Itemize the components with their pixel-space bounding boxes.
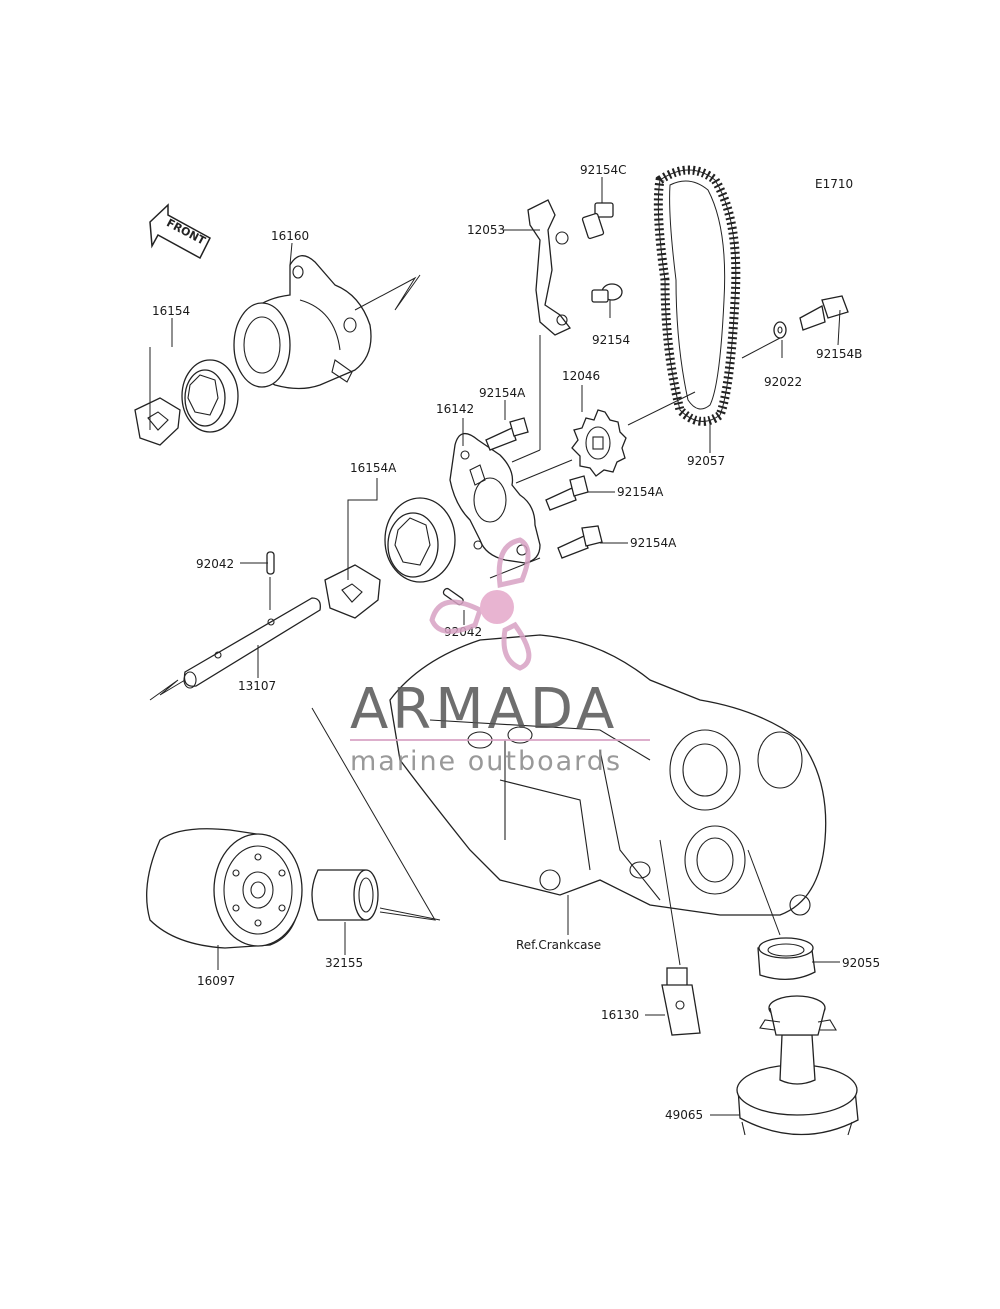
pump-cover-16142 — [449, 433, 541, 564]
label-16154a: 16154A — [350, 461, 397, 475]
label-32155: 32155 — [325, 956, 363, 970]
oil-filter-16097 — [146, 828, 303, 949]
bolt-92154a-mid — [545, 475, 589, 511]
chain-guide-12053 — [527, 199, 572, 336]
leader-lines — [149, 177, 841, 1116]
bolt-92154c — [581, 202, 614, 240]
watermark-title: ARMADA — [350, 677, 618, 742]
label-ref-crankcase: Ref.Crankcase — [516, 938, 601, 952]
label-16160: 16160 — [271, 229, 309, 243]
label-12046: 12046 — [562, 369, 600, 383]
strainer-49065 — [736, 995, 859, 1136]
label-92154b: 92154B — [816, 347, 862, 361]
bolt-92154a-low — [557, 525, 603, 559]
label-16097: 16097 — [197, 974, 235, 988]
label-92154a-low: 92154A — [630, 536, 677, 550]
part-labels: 16160 16154 12053 92154C 92154 92154A 12… — [152, 163, 880, 1122]
watermark-subtitle: marine outboards — [350, 746, 622, 777]
pin-92042-a — [266, 551, 275, 575]
bolt-92154a-top — [485, 417, 529, 451]
sprocket-12046 — [571, 409, 627, 477]
label-92055: 92055 — [842, 956, 880, 970]
label-92057: 92057 — [687, 454, 725, 468]
fitting-16130 — [661, 967, 701, 1036]
sleeve-32155 — [311, 869, 379, 921]
label-16154: 16154 — [152, 304, 190, 318]
diagram-code: E1710 — [815, 177, 853, 191]
seal-92055 — [757, 937, 816, 980]
front-arrow-icon: FRONT — [149, 203, 211, 260]
watermark: ARMADA marine outboards — [350, 537, 650, 777]
label-16142: 16142 — [436, 402, 474, 416]
rotor-16154 — [134, 359, 239, 446]
label-12053: 12053 — [467, 223, 505, 237]
propeller-logo-icon — [429, 537, 532, 671]
label-92154a-top: 92154A — [479, 386, 526, 400]
label-92042-a: 92042 — [196, 557, 234, 571]
washer-92022 — [773, 321, 787, 339]
label-92154c: 92154C — [580, 163, 627, 177]
crankcase — [389, 634, 827, 916]
label-92022: 92022 — [764, 375, 802, 389]
shaft-13107 — [149, 597, 321, 701]
bolt-92154b — [799, 295, 849, 331]
rotor-16154a — [324, 497, 456, 619]
label-92154: 92154 — [592, 333, 630, 347]
label-49065: 49065 — [665, 1108, 703, 1122]
label-13107: 13107 — [238, 679, 276, 693]
pump-body-16160 — [233, 255, 421, 390]
label-92154a-mid: 92154A — [617, 485, 664, 499]
label-16130: 16130 — [601, 1008, 639, 1022]
bolt-92154 — [591, 283, 623, 303]
timing-chain-92057 — [653, 165, 741, 426]
